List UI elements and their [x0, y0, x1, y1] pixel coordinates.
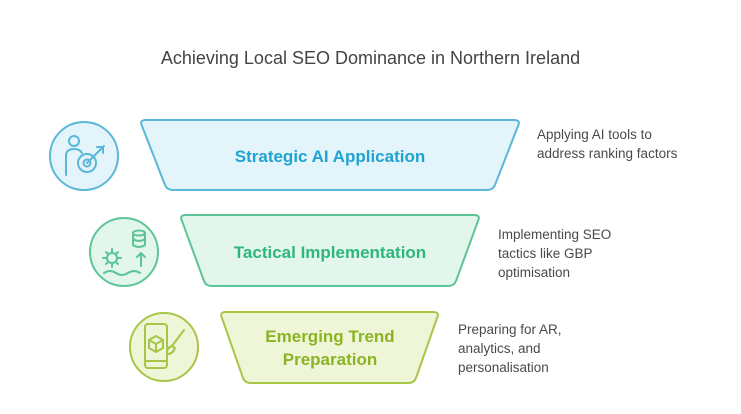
- stage-label-1: Strategic AI Application: [235, 147, 426, 166]
- person-target-icon: [49, 121, 119, 191]
- stage-label-3a: Emerging Trend: [265, 327, 394, 346]
- stage-description-2: Implementing SEO tactics like GBP optimi…: [498, 227, 612, 280]
- stage-description-3: Preparing for AR, analytics, and persona…: [458, 322, 562, 375]
- stage-description-1: Applying AI tools to address ranking fac…: [537, 127, 678, 161]
- gears-database-icon: [89, 217, 159, 287]
- stage-emerging: Emerging Trend Preparation: [129, 311, 439, 384]
- stage-label-3b: Preparation: [283, 350, 377, 369]
- stage-tactical: Tactical Implementation: [89, 214, 480, 287]
- stage-label-2: Tactical Implementation: [234, 243, 426, 262]
- funnel-band-1: [140, 119, 520, 191]
- page-title: Achieving Local SEO Dominance in Norther…: [160, 48, 581, 68]
- funnel-band-3: [220, 311, 439, 384]
- stage-strategic-ai: Strategic AI Application: [49, 119, 520, 191]
- funnel-band-2: [180, 214, 480, 287]
- mobile-design-icon: [129, 312, 199, 382]
